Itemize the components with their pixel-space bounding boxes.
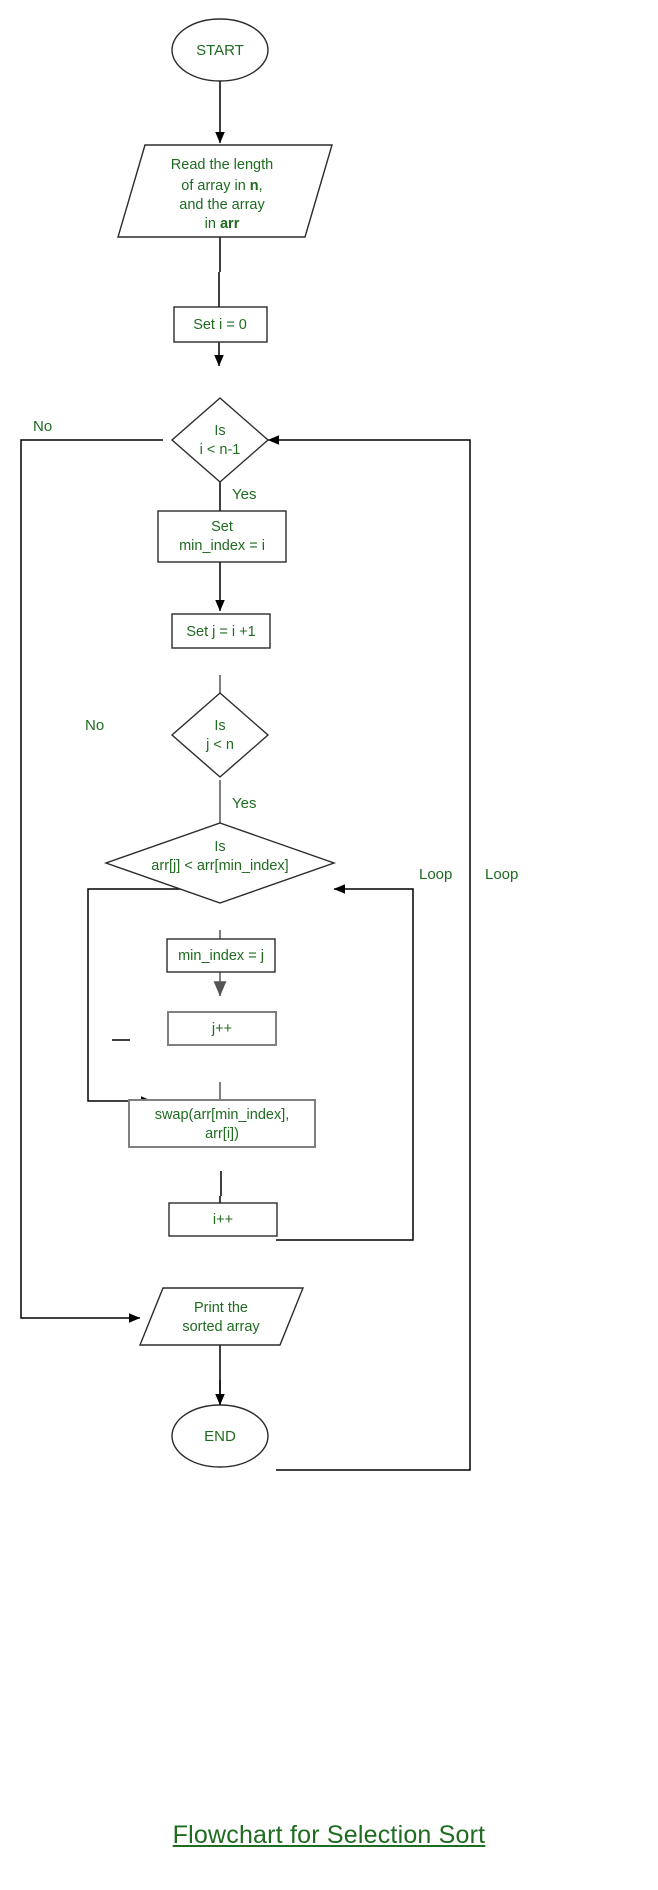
read-input-line-4: in arr bbox=[205, 216, 240, 232]
node-set-i[interactable]: Set i = 0 bbox=[173, 306, 268, 343]
end-label: END bbox=[204, 1428, 236, 1445]
j-increment-process-shape bbox=[167, 1011, 277, 1046]
edge-label-outer-loop: Loop bbox=[485, 866, 518, 883]
set-i-label: Set i = 0 bbox=[193, 317, 247, 333]
edge-innercond-no-to-swap bbox=[87, 888, 204, 1106]
read-input-line-2-prefix: of array in bbox=[181, 178, 250, 194]
read-input-line-2-suffix: , bbox=[259, 178, 263, 194]
assign-min-index-label: min_index = j bbox=[178, 948, 264, 964]
node-print-output[interactable]: Print the sorted array bbox=[138, 1287, 305, 1346]
node-j-increment[interactable]: j++ bbox=[167, 1011, 277, 1046]
compare-condition-decision-shape bbox=[103, 822, 337, 904]
j-increment-label: j++ bbox=[211, 1021, 232, 1037]
outer-condition-line-1: Is bbox=[214, 423, 225, 439]
node-set-min-index[interactable]: Set min_index = i bbox=[157, 510, 287, 563]
compare-condition-line-1: Is bbox=[214, 839, 225, 855]
read-input-line-4-prefix: in bbox=[205, 216, 220, 232]
set-min-index-line-1: Set bbox=[211, 519, 233, 535]
i-increment-process-shape bbox=[168, 1202, 278, 1237]
diagram-caption: Flowchart for Selection Sort bbox=[172, 1821, 486, 1849]
node-read-input[interactable]: Read the length of array in n, and the a… bbox=[117, 144, 333, 238]
edge-outercond-no-to-print bbox=[20, 439, 163, 1323]
node-start[interactable]: START bbox=[171, 18, 269, 82]
set-min-index-process-shape bbox=[157, 510, 287, 563]
end-terminator-shape bbox=[171, 1404, 269, 1468]
swap-line-1: swap(arr[min_index], bbox=[155, 1107, 290, 1123]
swap-process-shape bbox=[128, 1099, 316, 1148]
node-set-j[interactable]: Set j = i +1 bbox=[171, 613, 271, 649]
node-assign-min-index[interactable]: min_index = j bbox=[166, 938, 276, 973]
node-swap[interactable]: swap(arr[min_index], arr[i]) bbox=[128, 1099, 316, 1148]
outer-condition-decision-shape bbox=[170, 397, 270, 483]
assign-min-index-process-shape bbox=[166, 938, 276, 973]
read-input-var-arr: arr bbox=[220, 216, 240, 232]
read-input-line-2: of array in n, bbox=[181, 178, 262, 194]
outer-condition-line-2: i < n-1 bbox=[200, 442, 241, 458]
node-compare-condition[interactable]: Is arr[j] < arr[min_index] bbox=[103, 822, 337, 904]
start-terminator-shape bbox=[171, 18, 269, 82]
set-min-index-line-2: min_index = i bbox=[179, 538, 265, 554]
edge-label-outer-yes: Yes bbox=[232, 486, 256, 503]
node-outer-condition[interactable]: Is i < n-1 bbox=[170, 397, 270, 483]
i-increment-label: i++ bbox=[213, 1212, 233, 1228]
print-output-line-2: sorted array bbox=[182, 1319, 260, 1335]
inner-condition-line-1: Is bbox=[214, 718, 225, 734]
edge-label-inner-no: No bbox=[85, 717, 104, 734]
print-output-line-1: Print the bbox=[194, 1300, 248, 1316]
edge-read-to-seti bbox=[219, 237, 220, 366]
set-j-label: Set j = i +1 bbox=[186, 624, 255, 640]
edge-jinc-loop-to-innercond bbox=[276, 884, 414, 1241]
node-inner-condition[interactable]: Is j < n bbox=[170, 692, 270, 778]
edge-label-inner-loop: Loop bbox=[419, 866, 452, 883]
read-input-line-1: Read the length bbox=[171, 157, 273, 173]
set-i-process-shape bbox=[173, 306, 268, 343]
start-label: START bbox=[196, 42, 244, 59]
swap-line-2: arr[i]) bbox=[205, 1126, 239, 1142]
print-output-parallelogram-shape bbox=[138, 1287, 305, 1346]
edge-label-inner-yes: Yes bbox=[232, 795, 256, 812]
read-input-parallelogram-shape bbox=[117, 144, 333, 238]
edge-label-outer-no: No bbox=[33, 418, 52, 435]
inner-condition-decision-shape bbox=[170, 692, 270, 778]
inner-condition-line-2: j < n bbox=[205, 737, 234, 753]
edge-iinc-loop-to-outercond bbox=[267, 435, 471, 1471]
node-end[interactable]: END bbox=[171, 1404, 269, 1468]
node-i-increment[interactable]: i++ bbox=[168, 1202, 278, 1237]
read-input-line-3: and the array bbox=[179, 197, 265, 213]
compare-condition-line-2: arr[j] < arr[min_index] bbox=[151, 858, 288, 874]
read-input-var-n: n bbox=[250, 178, 259, 194]
set-j-process-shape bbox=[171, 613, 271, 649]
